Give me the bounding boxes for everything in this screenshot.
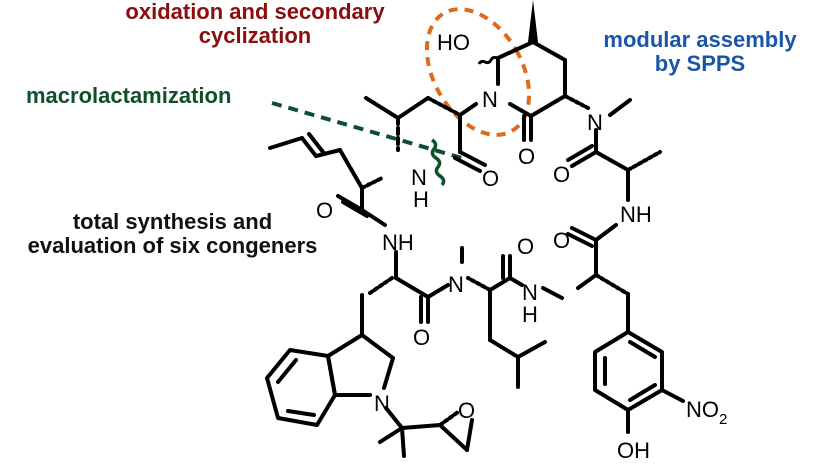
oxidation-line-1: oxidation and secondary xyxy=(125,0,385,24)
modular-line-1: modular assembly xyxy=(603,27,797,52)
left-residues xyxy=(268,96,487,227)
piperidine-ring xyxy=(477,0,567,142)
atom-N-methyl: N xyxy=(587,110,603,135)
atom-O-leu: O xyxy=(413,325,430,350)
atom-O-ring-carbonyl: O xyxy=(518,144,535,169)
atom-OH-phenol: OH xyxy=(617,438,650,463)
macrolactamization-annotation: macrolactamization xyxy=(26,83,232,108)
total-synthesis-annotation: total synthesis and evaluation of six co… xyxy=(0,210,345,258)
atom-O-ala: O xyxy=(553,162,570,187)
atom-N-nme: N xyxy=(448,272,464,297)
modular-line-2: by SPPS xyxy=(654,51,746,76)
atom-O-nme: O xyxy=(517,234,534,259)
atom-HO: HO xyxy=(437,30,470,55)
oxidation-line-2: cyclization xyxy=(198,23,312,48)
atom-N-ring: N xyxy=(482,87,498,112)
tryptophan-unit xyxy=(265,250,474,458)
total-synthesis-line-1: total synthesis and xyxy=(72,209,273,234)
atom-O-epoxide: O xyxy=(458,398,475,423)
modular-assembly-annotation: modular assembly by SPPS xyxy=(585,28,814,76)
atom-O-tyr-carbonyl: O xyxy=(553,228,570,253)
n-methyl-leucine-unit xyxy=(394,246,564,389)
atom-N-mac: N xyxy=(411,165,427,190)
oxidation-highlight-ellipse xyxy=(424,7,532,137)
atom-O-mac: O xyxy=(482,166,499,191)
atom-H-mac: H xyxy=(413,187,429,212)
atom-O-left: O xyxy=(316,198,333,223)
atom-NH-ala: NH xyxy=(620,202,652,227)
oxidation-annotation: oxidation and secondary cyclization xyxy=(100,0,410,48)
total-synthesis-line-2: evaluation of six congeners xyxy=(27,233,318,258)
nitrotyrosine-unit xyxy=(566,223,685,434)
n-methyl-amide xyxy=(563,94,662,202)
atom-NO2: NO2 xyxy=(686,397,727,428)
atom-NH-leu: N xyxy=(522,280,538,305)
atom-NH-trp: NH xyxy=(382,230,414,255)
macrolactamization-wavy-bond xyxy=(430,138,446,187)
atom-N-indole: N xyxy=(374,391,390,416)
atom-H-leu: H xyxy=(522,302,538,327)
